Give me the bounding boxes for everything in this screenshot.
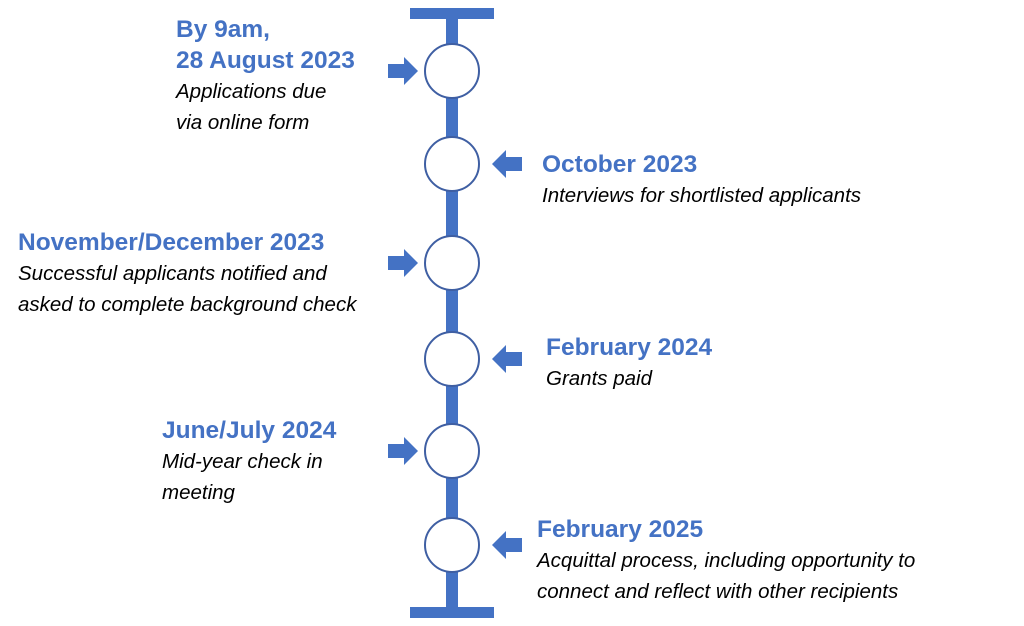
arrow-right-icon <box>388 437 418 465</box>
event-title: February 2025 <box>537 516 704 543</box>
event-jun-jul-2024: June/July 2024 Mid-year check in meeting <box>162 415 336 508</box>
event-feb-2025: February 2025 Acquittal process, includi… <box>537 514 915 607</box>
event-description: Applications due <box>176 80 327 103</box>
event-description: Interviews for shortlisted applicants <box>542 184 862 207</box>
event-description: Successful applicants notified and <box>18 262 327 285</box>
timeline-node-1 <box>424 43 480 99</box>
event-description: via online form <box>176 111 310 134</box>
arrow-left-icon <box>492 531 522 559</box>
event-title: November/December 2023 <box>18 229 325 256</box>
event-title: October 2023 <box>542 151 698 178</box>
timeline-bottom-cap <box>410 607 494 618</box>
event-aug-2023: By 9am, 28 August 2023 Applications due … <box>176 14 355 138</box>
event-feb-2024: February 2024 Grants paid <box>546 332 712 394</box>
event-title: February 2024 <box>546 334 713 361</box>
timeline-node-2 <box>424 136 480 192</box>
arrow-right-icon <box>388 57 418 85</box>
timeline-node-6 <box>424 517 480 573</box>
event-description: Mid-year check in <box>162 450 323 473</box>
timeline-node-4 <box>424 331 480 387</box>
arrow-left-icon <box>492 345 522 373</box>
event-nov-dec-2023: November/December 2023 Successful applic… <box>18 227 356 320</box>
timeline-node-3 <box>424 235 480 291</box>
timeline-node-5 <box>424 423 480 479</box>
event-title: By 9am, <box>176 16 270 43</box>
event-oct-2023: October 2023 Interviews for shortlisted … <box>542 149 861 211</box>
arrow-left-icon <box>492 150 522 178</box>
event-description: asked to complete background check <box>18 293 357 316</box>
event-description: Grants paid <box>546 367 652 390</box>
event-description: Acquittal process, including opportunity… <box>537 549 916 572</box>
event-description: meeting <box>162 481 235 504</box>
event-title: 28 August 2023 <box>176 47 355 74</box>
arrow-right-icon <box>388 249 418 277</box>
event-description: connect and reflect with other recipient… <box>537 580 899 603</box>
event-title: June/July 2024 <box>162 417 337 444</box>
